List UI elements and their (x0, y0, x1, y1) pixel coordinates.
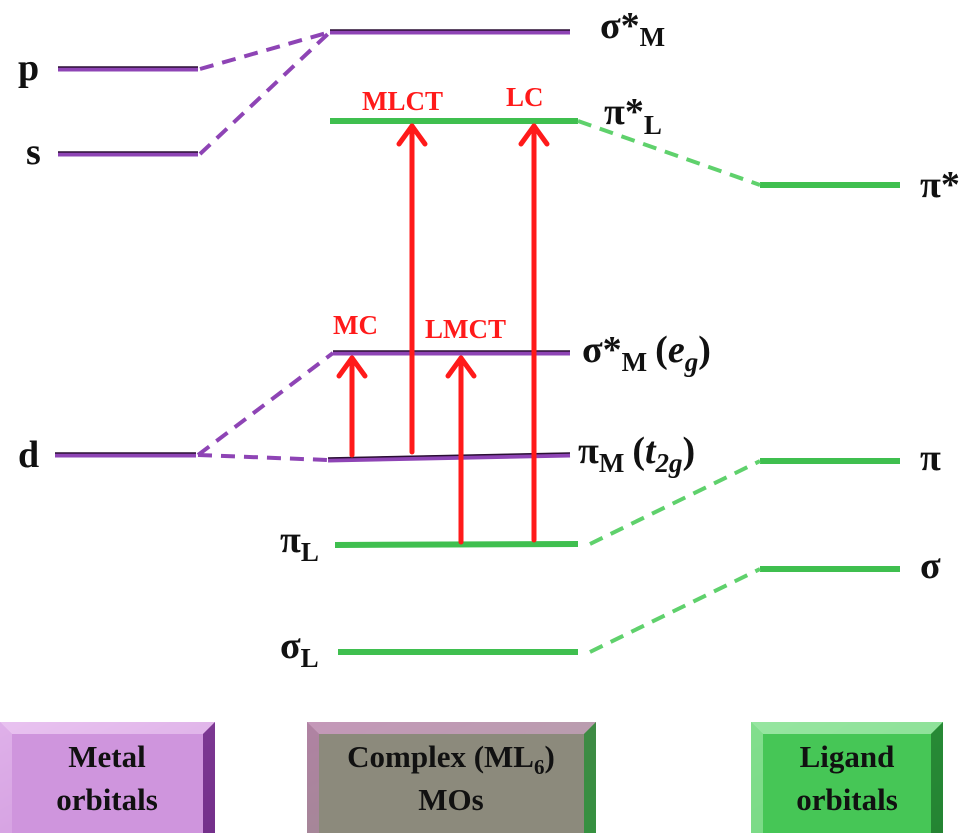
metal-s-label: s (26, 131, 41, 173)
ligand-sigma-label: σ (920, 545, 941, 587)
correlation-sigma-l-to-sigma (589, 567, 761, 654)
ligand-pi-star-label: π* (920, 164, 960, 206)
mc-arrowhead (336, 355, 368, 379)
complex-box-line2: MOs (418, 782, 483, 817)
mlct-arrowhead (396, 123, 428, 147)
lmct-label: LMCT (425, 314, 506, 344)
metal-p-label: p (18, 47, 39, 89)
complex-mos-box: Complex (ML6) MOs (307, 722, 596, 833)
pi-m-t2g-label: πM(t2g) (578, 430, 695, 478)
lmct-arrowhead (445, 355, 477, 379)
pi-l-level (334, 541, 579, 548)
pi-m-t2g-level (327, 452, 571, 463)
pi-l-label: πL (280, 519, 319, 567)
metal-box-line2: orbitals (56, 782, 158, 817)
sigma-star-m-label: σ*M (600, 5, 665, 52)
correlation-pi-star-l-to-pi-star (577, 119, 761, 187)
correlation-s-to-sigma-star (198, 30, 332, 156)
lc-label: LC (506, 82, 544, 112)
ligand-orbitals-box: Ligand orbitals (751, 722, 943, 833)
ligand-box-line1: Ligand (800, 739, 895, 774)
mc-label: MC (333, 310, 378, 340)
metal-d-label: d (18, 434, 39, 476)
sigma-l-label: σL (280, 625, 319, 673)
correlation-d-to-eg (196, 351, 335, 457)
metal-box-line1: Metal (68, 739, 146, 774)
pi-star-l-label: π*L (604, 91, 662, 140)
metal-orbitals-box: Metal orbitals (0, 722, 215, 833)
correlation-pi-l-to-pi (589, 459, 761, 546)
correlation-d-to-t2g (197, 453, 329, 462)
mlct-label: MLCT (362, 86, 443, 116)
lc-arrowhead (518, 123, 550, 147)
sigma-star-m-eg-label: σ*M(eg) (582, 329, 711, 377)
ligand-box-line2: orbitals (796, 782, 898, 817)
ligand-pi-label: π (920, 437, 941, 479)
complex-box-line1: Complex (ML6) (347, 739, 555, 779)
